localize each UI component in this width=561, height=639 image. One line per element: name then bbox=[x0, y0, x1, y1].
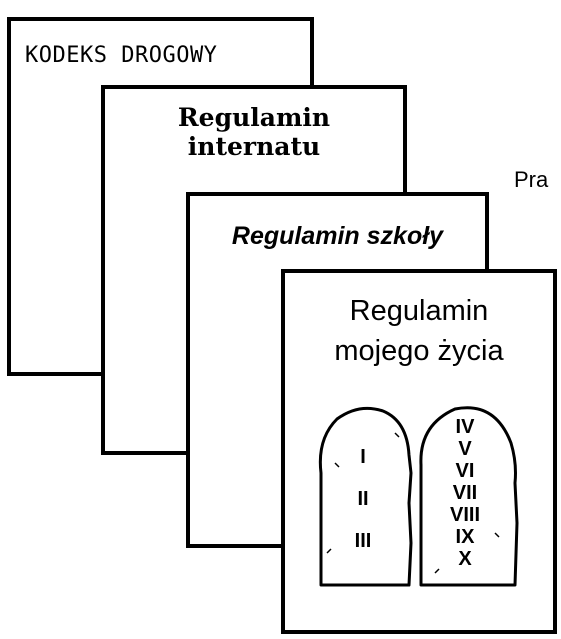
cropped-side-text: Pra bbox=[514, 167, 549, 192]
card-life-rules-line1: Regulamin bbox=[349, 295, 489, 327]
right-tablet-icon bbox=[419, 406, 519, 587]
card-dorm-rules-line1: Regulamin bbox=[177, 103, 331, 132]
left-tablet-numeral-1: I bbox=[360, 446, 366, 468]
card-road-code-title: KODEKS DROGOWY bbox=[25, 43, 218, 68]
card-dorm-rules-line2: internatu bbox=[187, 132, 321, 161]
right-tablet-numeral-2: V bbox=[458, 438, 472, 460]
right-tablet-numeral-4: VII bbox=[453, 482, 477, 504]
right-tablet-numeral-1: IV bbox=[456, 416, 476, 438]
right-tablet-numeral-3: VI bbox=[456, 460, 475, 482]
card-life-rules-title: Regulamin mojego życia bbox=[285, 291, 553, 371]
left-tablet-numeral-3: III bbox=[355, 530, 372, 552]
right-tablet-numeral-7: X bbox=[458, 548, 472, 570]
left-tablet-numeral-2: II bbox=[357, 488, 368, 510]
right-tablet-numeral-5: VIII bbox=[450, 504, 480, 526]
left-tablet-icon bbox=[318, 406, 413, 587]
card-school-rules-title: Regulamin szkoły bbox=[231, 222, 444, 250]
card-dorm-rules-title: Regulamin internatu bbox=[105, 103, 403, 161]
right-tablet-numeral-6: IX bbox=[456, 526, 476, 548]
card-life-rules-line2: mojego życia bbox=[334, 335, 504, 367]
